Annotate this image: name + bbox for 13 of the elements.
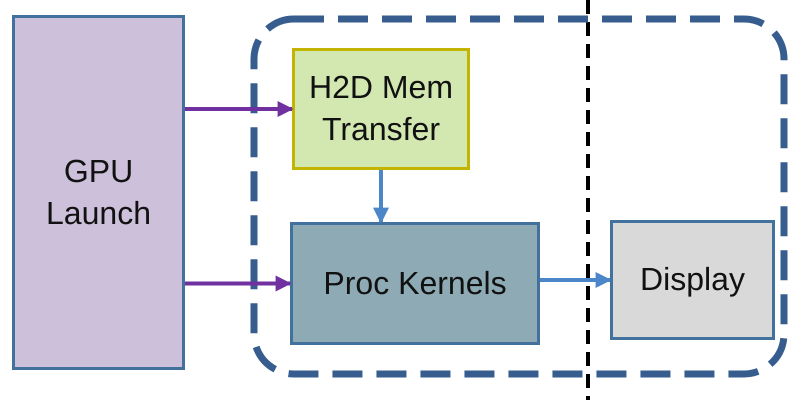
node-label: Proc Kernels — [322, 264, 508, 303]
launch-box — [12, 15, 185, 370]
arrow — [373, 170, 389, 224]
process-box — [290, 222, 540, 345]
node-label: H2D Mem Transfer — [308, 68, 454, 149]
arrow — [185, 101, 294, 117]
arrow — [185, 276, 292, 292]
node-label: Display — [639, 260, 746, 300]
node-label: GPU Launch — [45, 152, 152, 232]
dashed-group-box — [250, 15, 788, 378]
arrow — [540, 272, 612, 288]
process-box — [292, 48, 470, 170]
process-box — [610, 220, 775, 340]
